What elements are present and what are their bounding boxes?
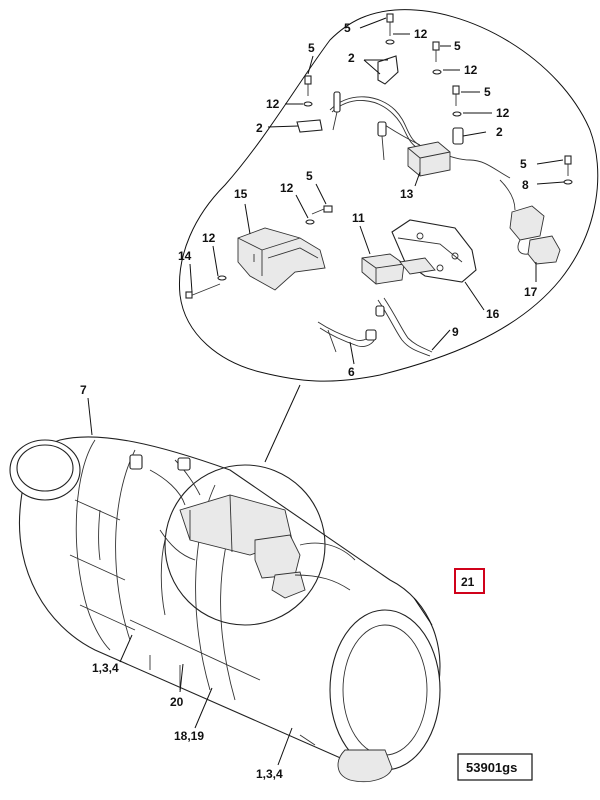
sensor-probe-left-tip bbox=[332, 111, 338, 131]
main-leader-lines bbox=[87, 397, 433, 766]
screw-top bbox=[385, 13, 395, 45]
callout-18-19: 18,19 bbox=[174, 729, 204, 743]
callout-13: 13 bbox=[400, 187, 414, 201]
bracket-left bbox=[296, 119, 323, 133]
callout-12: 12 bbox=[266, 97, 280, 111]
heat-shield-15 bbox=[237, 227, 326, 291]
screw-left bbox=[303, 75, 313, 107]
callout-12: 12 bbox=[464, 63, 478, 77]
harness-wire-3 bbox=[384, 124, 421, 146]
hose-6 bbox=[317, 321, 373, 341]
hose-6-b bbox=[319, 327, 377, 347]
callout-14: 14 bbox=[178, 249, 192, 263]
screw-right-1 bbox=[432, 41, 442, 75]
callout-17: 17 bbox=[524, 285, 538, 299]
callout-5: 5 bbox=[484, 85, 491, 99]
callout-1-3-4: 1,3,4 bbox=[256, 767, 283, 781]
harness-wire-2 bbox=[331, 100, 424, 152]
bracket-top bbox=[377, 55, 399, 85]
detail-leader-lines bbox=[189, 17, 565, 365]
callout-7: 7 bbox=[80, 383, 87, 397]
detail-bubble bbox=[178, 9, 599, 382]
hose-9-clamp bbox=[375, 305, 385, 317]
callout-16: 16 bbox=[486, 307, 500, 321]
callout-8: 8 bbox=[522, 178, 529, 192]
callout-20: 20 bbox=[170, 695, 184, 709]
callout-5: 5 bbox=[308, 41, 315, 55]
sensor-probe-left bbox=[333, 91, 341, 113]
callout-1-3-4: 1,3,4 bbox=[92, 661, 119, 675]
screw-far-right bbox=[563, 155, 573, 185]
callout-5: 5 bbox=[520, 157, 527, 171]
screw-right-2 bbox=[452, 85, 462, 117]
sensor-probe-mid bbox=[377, 121, 387, 137]
sensor-module-11 bbox=[361, 253, 405, 285]
callout-2: 2 bbox=[496, 125, 503, 139]
bracket-right bbox=[452, 127, 464, 145]
connectors-17 bbox=[499, 179, 561, 265]
callout-2: 2 bbox=[256, 121, 263, 135]
sensor-probe-mid-tip bbox=[381, 135, 385, 161]
callout-15: 15 bbox=[234, 187, 248, 201]
hose-6-tip bbox=[327, 329, 337, 353]
reference-code: 53901gs bbox=[466, 760, 517, 775]
callout-9: 9 bbox=[452, 325, 459, 339]
detail-leader bbox=[264, 384, 301, 463]
callout-11: 11 bbox=[352, 211, 365, 225]
control-module-13 bbox=[407, 141, 451, 177]
screw-bracket-15 bbox=[305, 205, 333, 225]
callout-12: 12 bbox=[280, 181, 294, 195]
callout-5: 5 bbox=[454, 39, 461, 53]
callout-21: 21 bbox=[461, 575, 475, 589]
callout-6: 6 bbox=[348, 365, 355, 379]
callout-12: 12 bbox=[202, 231, 216, 245]
callout-5: 5 bbox=[344, 21, 351, 35]
screw-14 bbox=[185, 275, 227, 299]
callout-2: 2 bbox=[348, 51, 355, 65]
callout-5: 5 bbox=[306, 169, 313, 183]
callout-12: 12 bbox=[496, 106, 510, 120]
dpf-assembly bbox=[9, 436, 441, 783]
mounting-plate-16 bbox=[391, 219, 477, 283]
hose-6-clamp bbox=[365, 329, 377, 341]
reference-code-box bbox=[457, 753, 533, 781]
hose-9 bbox=[377, 299, 431, 357]
highlight-box-21 bbox=[454, 568, 485, 594]
callout-12: 12 bbox=[414, 27, 428, 41]
hose-9-b bbox=[383, 297, 433, 353]
